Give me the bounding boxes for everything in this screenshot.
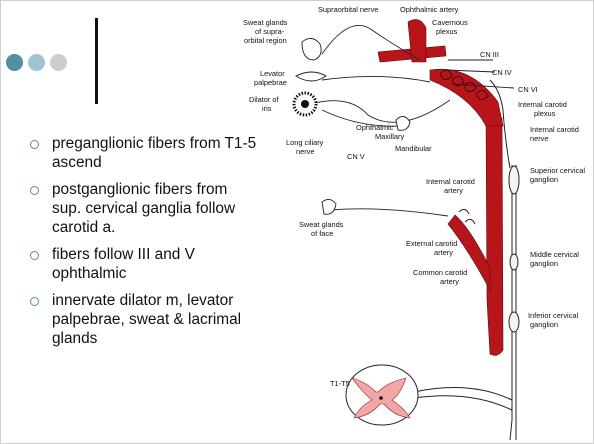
label-inf-cerv-2: ganglion: [530, 320, 558, 329]
bullet-text: innervate dilator m, levator palpebrae, …: [52, 292, 241, 347]
label-sweat-face-2: of face: [311, 229, 333, 238]
label-levator-2: palpebrae: [254, 78, 287, 87]
label-cn6: CN VI: [518, 85, 538, 94]
label-sweat-supra-3: orbital region: [244, 36, 287, 45]
label-sup-cerv-1: Superior cervical: [530, 166, 585, 175]
inferior-cervical-ganglion: [509, 312, 519, 332]
bullet-text: fibers follow III and V ophthalmic: [52, 246, 195, 282]
label-sweat-supra-1: Sweat glands: [243, 18, 288, 27]
decor-dot-1: [6, 54, 23, 71]
arteries: [378, 20, 503, 356]
middle-cervical-ganglion: [510, 254, 518, 270]
decor-dot-2: [28, 54, 45, 71]
supraorbital-gland-sketch: [302, 38, 321, 60]
central-canal: [379, 396, 383, 400]
title-divider-bar: [95, 18, 98, 104]
bullet-marker: [30, 251, 39, 260]
bullet-text: postganglionic fibers from sup. cervical…: [52, 181, 235, 236]
label-mid-cerv-2: ganglion: [530, 259, 558, 268]
levator-branch: [322, 76, 430, 82]
bullet-marker: [30, 140, 39, 149]
label-cca-1: Common carotid: [413, 268, 467, 277]
label-long-ciliary-1: Long ciliary: [286, 138, 324, 147]
label-mid-cerv-1: Middle cervical: [530, 250, 579, 259]
label-ophthalmic: Ophthalmic: [356, 123, 394, 132]
label-mandibular: Mandibular: [395, 144, 432, 153]
label-levator-1: Levator: [260, 69, 285, 78]
sympathetic-eye-diagram: Supraorbital nerve Ophthalmic artery Cav…: [225, 0, 594, 444]
sympathetic-chain: [414, 80, 519, 440]
face-gland-sketch: [322, 199, 336, 214]
label-plexus: plexus: [436, 27, 458, 36]
ramus-to-cord-2: [414, 396, 512, 410]
ramus-to-cord: [414, 388, 512, 401]
decorative-dots: [6, 54, 86, 74]
label-dilator-2: iris: [262, 104, 272, 113]
label-sup-cerv-2: ganglion: [530, 175, 558, 184]
superior-cervical-ganglion: [509, 166, 519, 194]
pupil: [301, 100, 309, 108]
common-carotid-artery: [486, 118, 503, 355]
dilator-branch: [315, 100, 450, 122]
label-ica-nerve-2: nerve: [530, 134, 549, 143]
face-branch: [332, 209, 448, 216]
label-ica-nerve-1: Internal carotid: [530, 125, 579, 134]
trigeminal-sketch: [396, 116, 410, 130]
bullet-marker: [30, 297, 39, 306]
label-long-ciliary-2: nerve: [296, 147, 315, 156]
decor-dot-3: [50, 54, 67, 71]
label-sweat-face-1: Sweat glands: [299, 220, 344, 229]
label-cn5: CN V: [347, 152, 365, 161]
label-sweat-supra-2: of supra-: [255, 27, 285, 36]
spinal-cord-section: [346, 365, 418, 425]
label-ica-artery-2: artery: [444, 186, 463, 195]
label-ica-plexus-1: Internal carotid: [518, 100, 567, 109]
label-cn4: CN IV: [492, 68, 512, 77]
bullet-marker: [30, 186, 39, 195]
label-ica-artery-1: Internal carotid: [426, 177, 475, 186]
label-ica-plexus-2: plexus: [534, 109, 556, 118]
label-supraorbital-nerve: Supraorbital nerve: [318, 5, 378, 14]
label-ophthalmic-artery: Ophthalmic artery: [400, 5, 459, 14]
label-maxillary: Maxillary: [375, 132, 404, 141]
label-eca-1: External carotid: [406, 239, 457, 248]
label-cn3: CN III: [480, 50, 499, 59]
label-dilator-1: Dilator of: [249, 95, 280, 104]
label-eca-2: artery: [434, 248, 453, 257]
diagram-labels: Supraorbital nerve Ophthalmic artery Cav…: [243, 5, 585, 388]
label-cavernous: Cavernous: [432, 18, 468, 27]
label-cca-2: artery: [440, 277, 459, 286]
label-t1t5: T1-T5: [330, 379, 350, 388]
levator-sketch: [296, 72, 326, 81]
label-inf-cerv-1: Inferior cervical: [528, 311, 578, 320]
internal-carotid-siphon: [430, 69, 503, 126]
